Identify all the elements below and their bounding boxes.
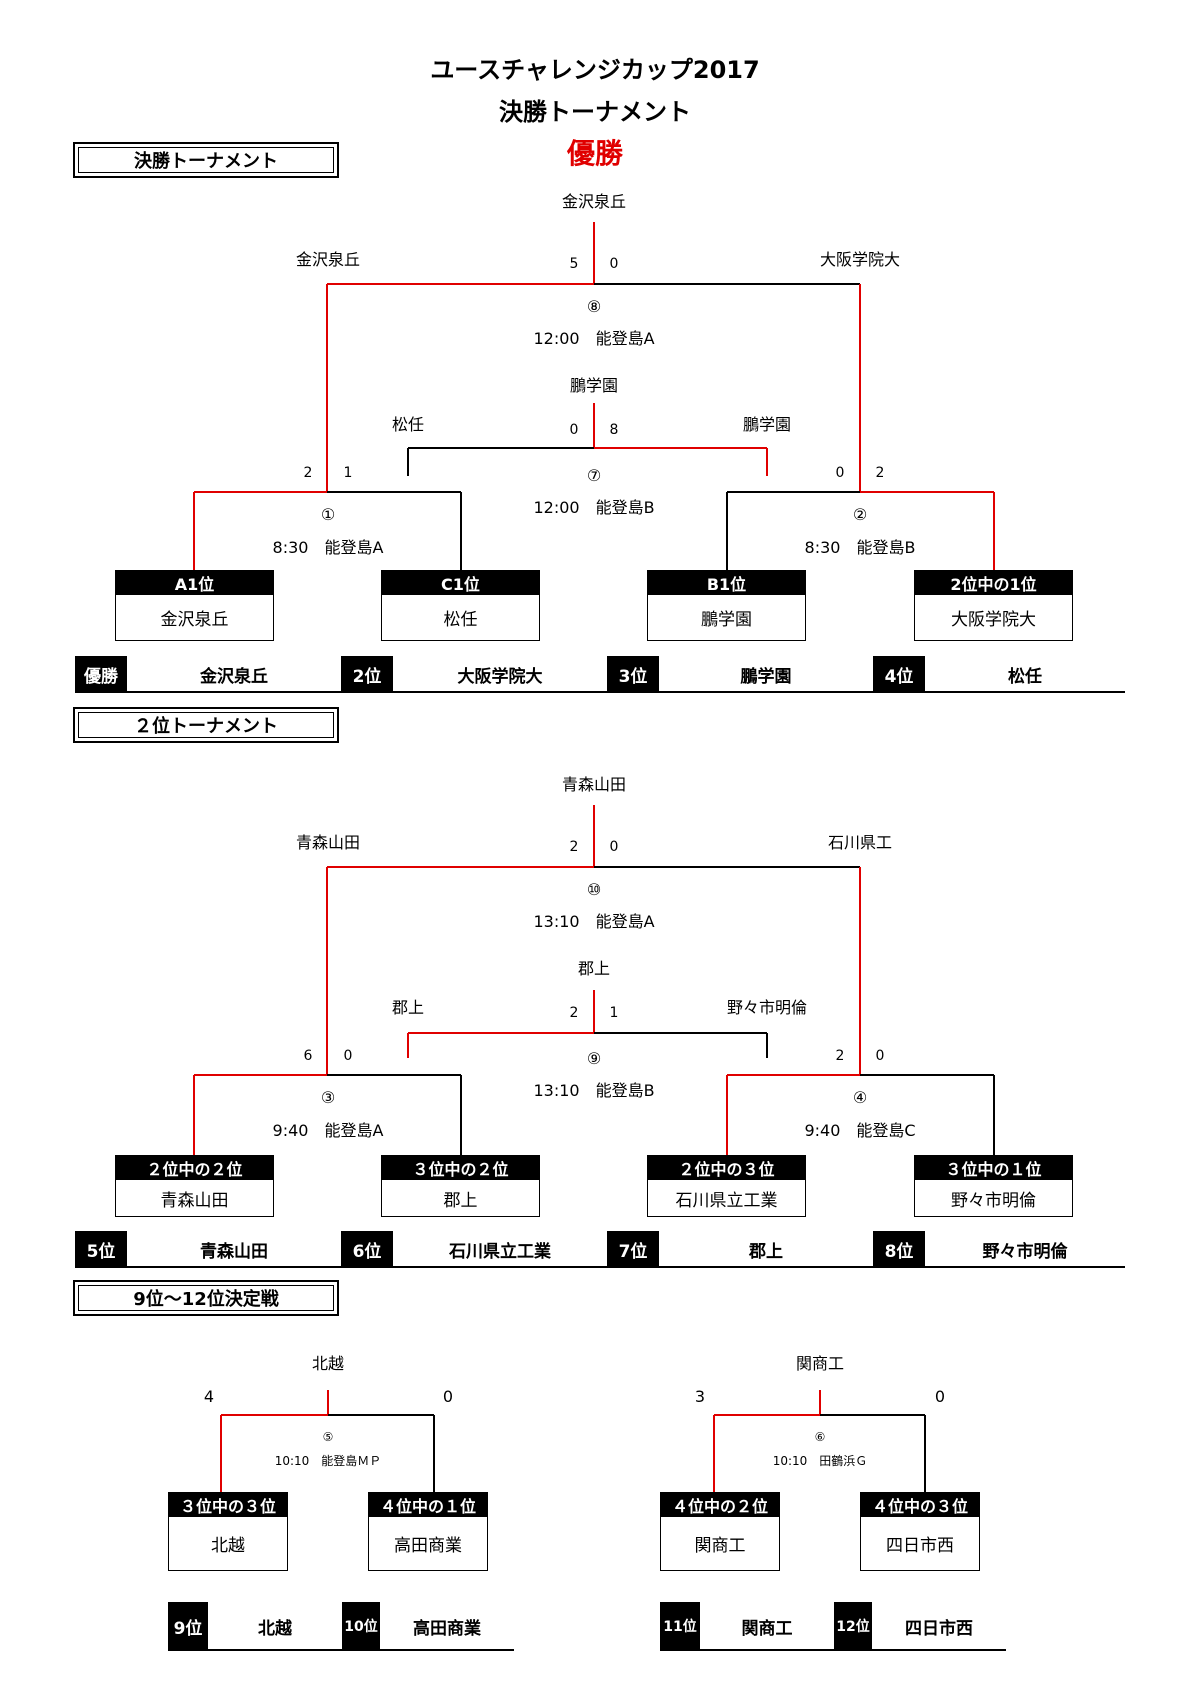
team-box: ３位中の２位郡上 — [381, 1155, 540, 1217]
team-box: ３位中の１位野々市明倫 — [914, 1155, 1073, 1217]
match-info: 13:10 能登島A — [533, 912, 655, 931]
rank-row: 9位北越 — [168, 1602, 342, 1650]
rank-row: 優勝金沢泉丘 — [75, 656, 341, 692]
rank-underline — [660, 1649, 1006, 1651]
semi-winner: 鵬学園 — [569, 376, 619, 395]
team-box: ２位中の２位青森山田 — [115, 1155, 274, 1217]
score: 0 — [569, 422, 579, 438]
semi-right: 鵬学園 — [742, 415, 792, 434]
page-title: ユースチャレンジカップ2017 — [430, 56, 760, 84]
match-number: ④ — [852, 1088, 868, 1107]
semi-left: 松任 — [391, 415, 425, 434]
champion-label: 優勝 — [566, 137, 623, 170]
team-box: B1位鵬学園 — [647, 570, 806, 641]
match-number: ① — [320, 505, 336, 524]
team-box: C1位松任 — [381, 570, 540, 641]
section-second: ２位トーナメント — [73, 707, 339, 743]
section-ninth: 9位～12位決定戦 — [73, 1280, 339, 1316]
score: 2 — [569, 1005, 579, 1021]
team-box: 2位中の1位大阪学院大 — [914, 570, 1073, 641]
second-top-right: 石川県工 — [827, 833, 893, 852]
final-top-right: 大阪学院大 — [819, 250, 901, 269]
match-info: 9:40 能登島A — [272, 1121, 384, 1140]
team-box: ４位中の１位高田商業 — [368, 1492, 488, 1571]
match-info: 9:40 能登島C — [804, 1121, 916, 1140]
match-number: ② — [852, 505, 868, 524]
score: 4 — [203, 1387, 215, 1406]
team-box: ４位中の２位関商工 — [660, 1492, 780, 1571]
final-top-left: 金沢泉丘 — [295, 250, 361, 269]
score: 0 — [343, 1048, 353, 1064]
score: 0 — [442, 1387, 454, 1406]
ninth-left-winner: 北越 — [311, 1354, 345, 1373]
score: 8 — [609, 422, 619, 438]
page-subtitle: 決勝トーナメント — [499, 98, 691, 126]
team-box: ４位中の３位四日市西 — [860, 1492, 980, 1571]
score: 3 — [694, 1387, 706, 1406]
match-info: 12:00 能登島B — [533, 498, 655, 517]
section-final: 決勝トーナメント — [73, 142, 339, 178]
match-number: ⑦ — [586, 466, 602, 485]
match-info: 13:10 能登島B — [533, 1081, 655, 1100]
final-bracket — [193, 222, 995, 570]
team-box: ３位中の３位北越 — [168, 1492, 288, 1571]
rank-row: 2位大阪学院大 — [341, 656, 607, 692]
rank-row: 4位松任 — [873, 656, 1125, 692]
rank-row: 8位野々市明倫 — [873, 1231, 1125, 1267]
match-number: ⑨ — [586, 1049, 602, 1068]
second-bracket — [193, 805, 995, 1155]
rank-underline — [75, 691, 1125, 693]
rank-row: 6位石川県立工業 — [341, 1231, 607, 1267]
score: 0 — [609, 839, 619, 855]
semi-left: 郡上 — [391, 998, 425, 1017]
score: 2 — [875, 465, 885, 481]
rank-row: 5位青森山田 — [75, 1231, 341, 1267]
match-info: 10:10 能登島ＭＰ — [274, 1454, 382, 1468]
score: 2 — [303, 465, 313, 481]
score: 1 — [609, 1005, 619, 1021]
score: 2 — [569, 839, 579, 855]
score: 6 — [303, 1048, 313, 1064]
match-info: 12:00 能登島A — [533, 329, 655, 348]
rank-underline — [168, 1649, 514, 1651]
ninth-bracket — [220, 1390, 926, 1492]
match-info: 10:10 田鶴浜Ｇ — [772, 1454, 868, 1468]
match-info: 8:30 能登島A — [272, 538, 384, 557]
semi-right: 野々市明倫 — [726, 998, 808, 1017]
match-number: ③ — [320, 1088, 336, 1107]
score: 0 — [875, 1048, 885, 1064]
match-info: 8:30 能登島B — [804, 538, 916, 557]
match-number: ⑩ — [586, 880, 602, 899]
team-box: A1位金沢泉丘 — [115, 570, 274, 641]
rank-row: 3位鵬学園 — [607, 656, 873, 692]
second-champion: 青森山田 — [561, 775, 627, 794]
match-number: ⑥ — [814, 1430, 826, 1444]
rank-row: 11位関商工 — [660, 1602, 834, 1650]
match-number: ⑤ — [322, 1430, 334, 1444]
team-box: ２位中の３位石川県立工業 — [647, 1155, 806, 1217]
rank-underline — [75, 1266, 1125, 1268]
match-number: ⑧ — [586, 297, 602, 316]
second-top-left: 青森山田 — [295, 833, 361, 852]
rank-row: 7位郡上 — [607, 1231, 873, 1267]
score: 0 — [609, 256, 619, 272]
final-champion: 金沢泉丘 — [561, 192, 627, 211]
score: 1 — [343, 465, 353, 481]
score: 0 — [835, 465, 845, 481]
score: 0 — [934, 1387, 946, 1406]
ninth-right-winner: 関商工 — [795, 1354, 845, 1373]
semi-winner: 郡上 — [577, 959, 611, 978]
rank-row: 12位四日市西 — [834, 1602, 1006, 1650]
rank-row: 10位高田商業 — [342, 1602, 514, 1650]
score: 2 — [835, 1048, 845, 1064]
score: 5 — [569, 256, 579, 272]
